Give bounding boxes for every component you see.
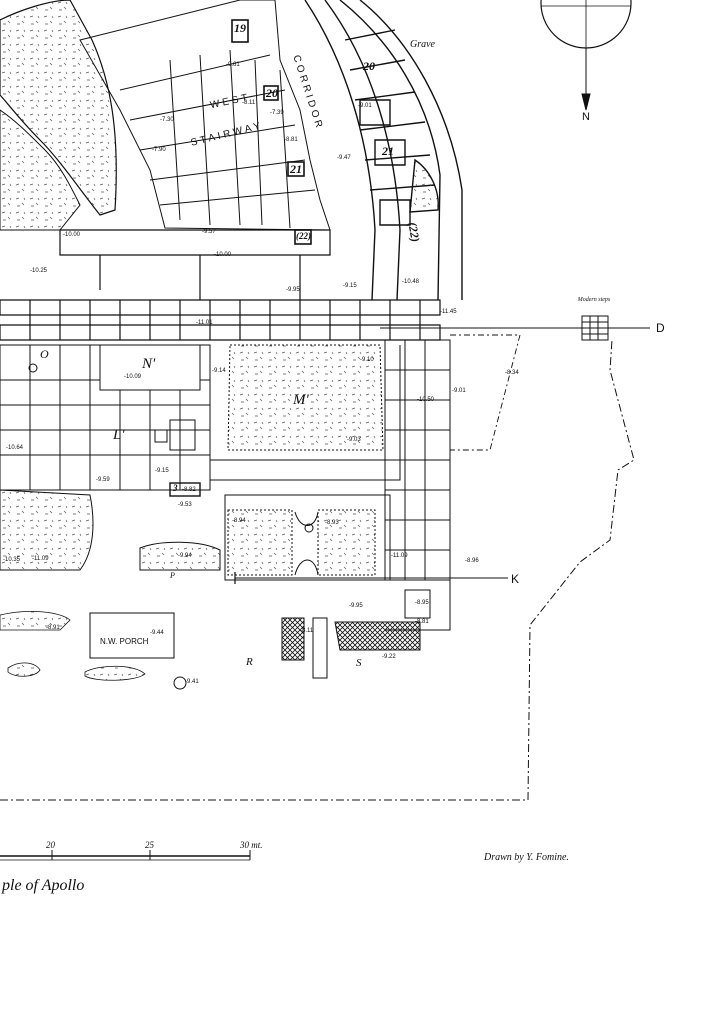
elevation: -8.11 [242,100,256,106]
elevation: -9.94 [178,553,192,559]
inner-boundary [450,334,521,451]
elevation: -10.48 [402,279,420,285]
elevation: -9.15 [343,283,357,289]
elevation: -8.81 [415,619,429,625]
room-m: M' [293,392,309,408]
room-p: P [170,571,175,580]
feature-21b: 21 [290,162,302,176]
elevation: -7.30 [160,117,174,123]
elevation: -9.01 [358,103,372,109]
room-o: O [40,347,49,361]
label-drawn-by: Drawn by Y. Fomine. [484,852,569,863]
feature-21: 21 [382,144,394,158]
elevation: -8.95 [415,600,429,606]
feature-22: (22) [405,220,423,244]
elevation: -7.90 [152,147,166,153]
elevation: -8.93 [325,520,339,526]
elevation: -10.09 [124,374,142,380]
room-s: S [356,657,362,669]
elevation: -9.44 [150,630,164,636]
feature-19: 19 [234,21,246,35]
scale-label-20: 20 [46,840,55,850]
lower-rubble [0,489,221,681]
elevation: -9.59 [96,477,110,483]
elevation: -8.11 [300,628,314,634]
section-label-k: K [511,572,520,586]
elevation: -11.09 [32,556,49,562]
court-m [209,344,401,481]
label-modern-steps: Modern steps [577,297,611,303]
elevation: -9.95 [286,287,300,293]
room-n: N' [142,356,156,372]
lower-courts [224,494,391,581]
feature-20: 20 [363,59,375,73]
elevation: -9.01 [452,388,466,394]
elevation: -8.96 [465,558,479,564]
elevation: -10.64 [6,445,24,451]
label-nw-porch: N.W. PORCH [100,637,149,646]
elevation: -8.34 [505,370,519,376]
elevation: -11.09 [391,553,408,559]
feature-3: 3 [173,483,178,493]
elevation: -11.01 [196,320,213,326]
elevation: -9.41 [185,679,199,685]
section-label-d: D [656,321,665,335]
west-stairway [79,0,331,245]
elevation: -9.47 [337,155,351,161]
elevation: -9.22 [382,654,396,660]
rooms-grid [0,344,211,497]
east-blocks [384,339,451,631]
elevation: -9.53 [178,502,192,508]
room-l: L' [113,427,125,443]
rubble-mound [0,0,117,231]
feature-22b: (22) [296,231,311,241]
room-r: R [246,656,253,668]
elevation: -9.14 [212,368,226,374]
scale-label-30: 30 mt. [240,840,263,850]
room-s-area [281,617,421,679]
elevation: -9.10 [360,357,374,363]
elevation: -8.82 [182,487,196,493]
elevation: -10.00 [214,252,232,258]
elevation: -10.00 [63,232,81,238]
small-features [28,363,187,690]
corridor-walls [304,0,463,301]
elevation: -9.15 [155,468,169,474]
elevation: -10.25 [30,268,48,274]
elevation: -8.81 [284,137,298,143]
scale-label-25: 25 [145,840,154,850]
label-north: N [582,111,590,123]
elevation: -10.50 [417,397,435,403]
elevation: -9.57 [202,229,216,235]
elevation: -8.91 [46,625,60,631]
elevation: -8.94 [232,518,246,524]
label-grave: Grave [410,39,435,50]
elevation: -10.35 [3,557,21,563]
elevation: -9.61 [226,62,240,68]
elevation: -7.39 [270,110,284,116]
map-title: ple of Apollo [2,877,85,894]
feature-20b: 20 [266,86,278,100]
nw-porch [89,612,175,659]
elevation: -11.45 [440,309,457,315]
compass-rose [540,0,632,111]
elevation: -9.03 [347,437,361,443]
modern-steps [581,315,609,341]
scale-bar [0,850,251,861]
site-boundary [0,339,635,801]
elevation: -9.95 [349,603,363,609]
